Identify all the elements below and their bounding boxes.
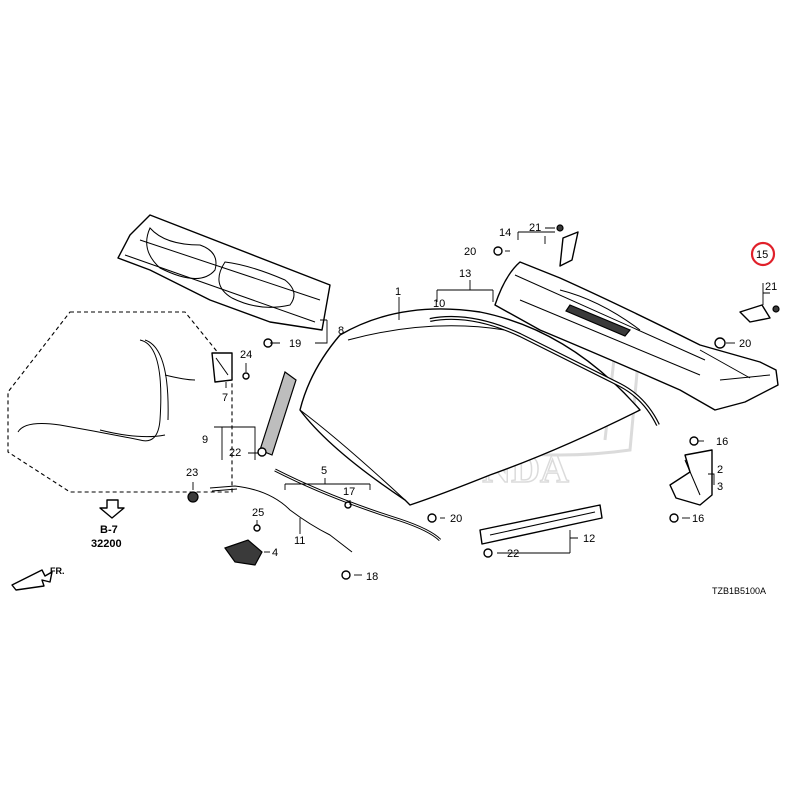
callout-21b: 21 (765, 281, 777, 293)
hood-panel (299, 308, 641, 506)
callout-9: 9 (202, 434, 208, 446)
callout-20b: 20 (739, 338, 751, 350)
clip-20c (427, 513, 437, 523)
hood-latch (224, 539, 263, 566)
callout-17: 17 (343, 486, 355, 498)
callout-22a: 22 (229, 447, 241, 459)
reference-part: 32200 (91, 538, 122, 550)
callout-2: 2 (717, 464, 723, 476)
side-seal (259, 371, 297, 456)
direction-label: FR. (50, 566, 65, 576)
callout-8: 8 (338, 325, 344, 337)
cowl-top (494, 261, 779, 411)
hood-cable (209, 485, 353, 553)
callout-10: 10 (433, 298, 445, 310)
bolt-16b (669, 513, 679, 523)
hood-hinge (669, 449, 713, 506)
callout-13: 13 (459, 268, 471, 280)
clip-22a (257, 447, 267, 457)
callout-16b: 16 (692, 513, 704, 525)
bolt-25 (253, 524, 261, 532)
callout-12: 12 (583, 533, 595, 545)
latch-bracket (211, 352, 233, 383)
side-cowl-cover (739, 304, 771, 323)
reference-section: B-7 (100, 524, 118, 536)
highlight-ring (750, 241, 776, 267)
callout-22b: 22 (507, 548, 519, 560)
callout-18: 18 (366, 571, 378, 583)
clip-21b (772, 305, 780, 313)
hood-insulator (117, 214, 331, 331)
callout-3: 3 (717, 481, 723, 493)
callout-19: 19 (289, 338, 301, 350)
callout-20c: 20 (450, 513, 462, 525)
leader-lines (192, 227, 770, 576)
callout-labels: 1 2 3 4 5 7 8 9 10 11 12 13 14 16 16 17 … (186, 222, 777, 583)
clip-20a (493, 246, 503, 256)
bolt-16a (689, 436, 699, 446)
clip-22b (483, 548, 493, 558)
front-direction-indicator: FR. (11, 566, 65, 591)
fastener-clips (187, 224, 780, 580)
front-seal-strip (479, 504, 603, 545)
clip-18 (341, 570, 351, 580)
highlighted-callout-15: 15 (750, 241, 776, 267)
cowl-bracket (559, 231, 579, 267)
callout-5: 5 (321, 465, 327, 477)
clip-23 (187, 491, 199, 503)
callout-23: 23 (186, 467, 198, 479)
callout-7: 7 (222, 392, 228, 404)
callout-25: 25 (252, 507, 264, 519)
hood-seal (429, 315, 660, 426)
callout-4: 4 (272, 547, 278, 559)
section-reference: B-7 32200 (91, 524, 122, 550)
callout-11: 11 (294, 535, 305, 547)
clip-17 (344, 501, 352, 509)
clip-20b (714, 337, 726, 349)
bolt-24 (242, 372, 250, 380)
front-arrow-icon (11, 569, 53, 591)
reference-arrow (99, 499, 125, 519)
callout-1: 1 (395, 286, 401, 298)
diagram-code: TZB1B5100A (712, 586, 766, 596)
callout-20a: 20 (464, 246, 476, 258)
callout-15: 15 (756, 249, 768, 261)
callout-21a: 21 (529, 222, 541, 234)
callout-14: 14 (499, 227, 511, 239)
clip-21a (556, 224, 564, 232)
cable-assembly-box (7, 311, 233, 493)
callout-16a: 16 (716, 436, 728, 448)
callout-24: 24 (240, 349, 252, 361)
